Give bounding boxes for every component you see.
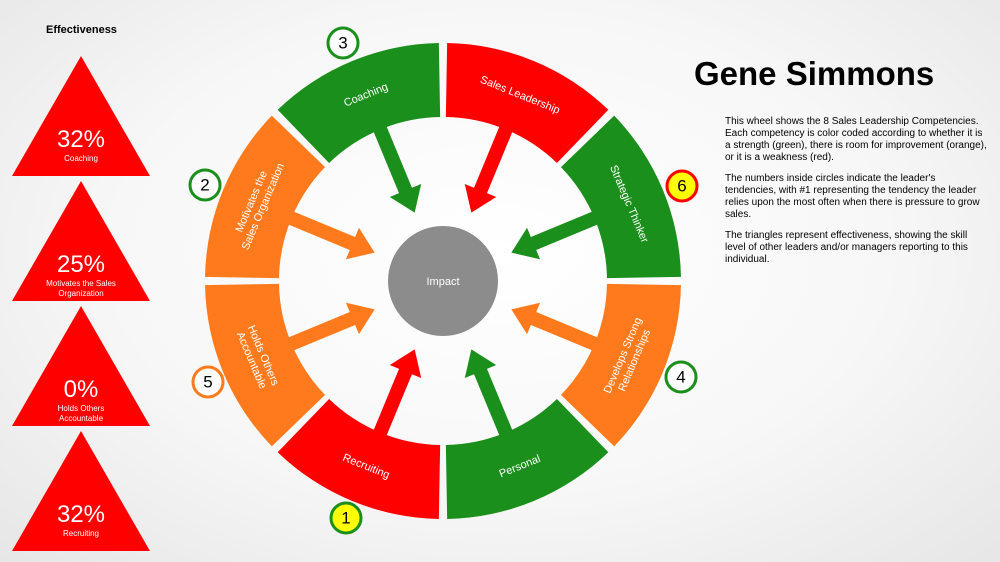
wheel-segment-holds-others-accountable bbox=[205, 283, 326, 447]
effectiveness-title: Effectiveness bbox=[46, 24, 117, 36]
rank-circle-3 bbox=[326, 26, 360, 60]
rank-number: 5 bbox=[203, 372, 212, 391]
rank-circle-1 bbox=[329, 501, 363, 535]
wheel-segment-coaching bbox=[277, 43, 441, 164]
effectiveness-triangle-coaching: 32% Coaching bbox=[12, 56, 150, 176]
effectiveness-label: Holds Others Accountable bbox=[57, 404, 105, 423]
arrow-develops-strong-relationships bbox=[511, 302, 603, 353]
rank-number: 2 bbox=[200, 175, 209, 194]
effectiveness-label: Coaching bbox=[64, 154, 98, 163]
wheel-segment-develops-strong-relationships bbox=[560, 283, 681, 447]
arrow-personal bbox=[464, 349, 515, 441]
arrow-motivates-the-sales-organization bbox=[283, 209, 375, 260]
effectiveness-triangle-recruiting: 32% Recruiting bbox=[12, 431, 150, 551]
rank-number: 4 bbox=[676, 367, 685, 386]
effectiveness-percent: 32% bbox=[56, 126, 106, 153]
arrow-recruiting bbox=[371, 349, 422, 441]
effectiveness-triangle-accountable: 0% Holds Others Accountable bbox=[12, 306, 150, 426]
arrow-sales-leadership bbox=[464, 121, 515, 213]
impact-label: Impact bbox=[426, 276, 459, 288]
effectiveness-triangle-motivates: 25% Motivates the Sales Organization bbox=[12, 181, 150, 301]
arrow-strategic-thinker bbox=[511, 209, 603, 260]
person-name: Gene Simmons bbox=[694, 55, 935, 92]
wheel-segment-personal bbox=[445, 398, 609, 519]
description-paragraph: The numbers inside circles indicate the … bbox=[725, 173, 980, 220]
effectiveness-percent: 25% bbox=[56, 251, 106, 278]
wheel-segment-strategic-thinker bbox=[560, 115, 681, 279]
rank-number: 6 bbox=[677, 176, 686, 195]
effectiveness-percent: 0% bbox=[63, 376, 99, 403]
rank-circle-5 bbox=[191, 365, 225, 399]
rank-circle-4 bbox=[664, 360, 698, 394]
description: This wheel shows the 8 Sales Leadership … bbox=[725, 116, 987, 275]
rank-circle-2 bbox=[188, 168, 222, 202]
effectiveness-percent: 32% bbox=[56, 501, 106, 528]
wheel-segment-recruiting bbox=[277, 398, 441, 519]
effectiveness-label: Recruiting bbox=[62, 529, 99, 538]
arrow-holds-others-accountable bbox=[283, 302, 375, 353]
wheel-segment-motivates-the-sales-organization bbox=[205, 115, 326, 279]
effectiveness-label: Motivates the Sales Organization bbox=[46, 279, 116, 298]
rank-number: 1 bbox=[341, 508, 350, 527]
rank-number: 3 bbox=[338, 33, 347, 52]
arrow-coaching bbox=[371, 121, 422, 213]
wheel-segment-sales-leadership bbox=[445, 43, 609, 164]
impact-circle bbox=[388, 226, 498, 336]
description-paragraph: This wheel shows the 8 Sales Leadership … bbox=[725, 116, 987, 163]
rank-circle-6 bbox=[665, 169, 699, 203]
description-paragraph: The triangles represent effectiveness, s… bbox=[725, 230, 968, 265]
